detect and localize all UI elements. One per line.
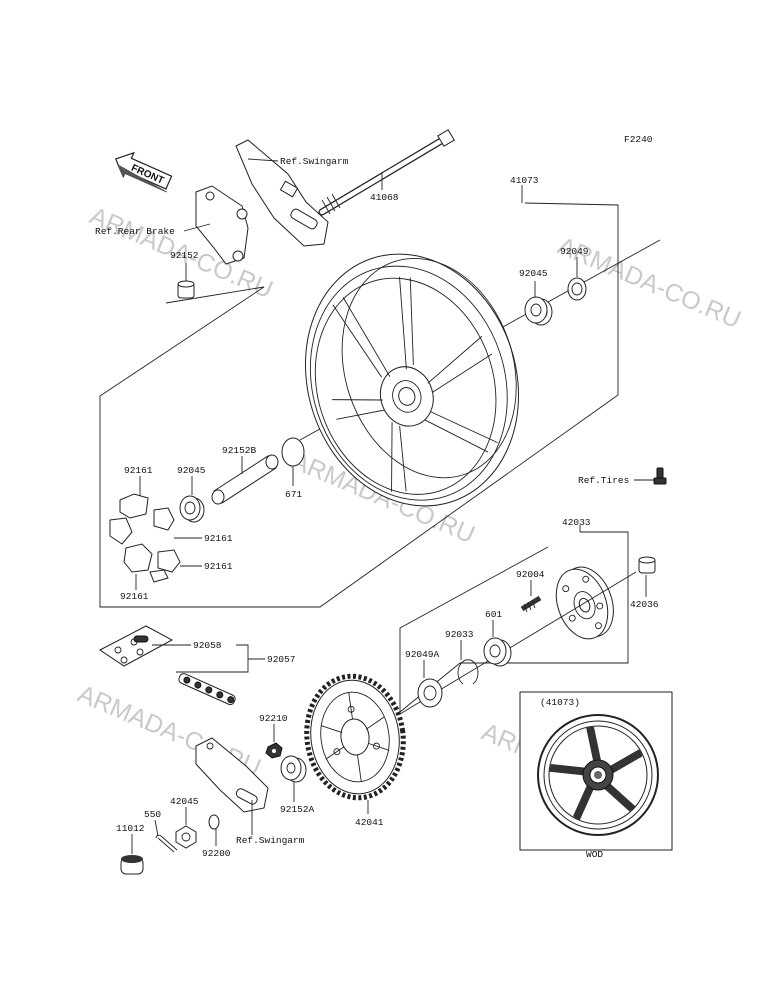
bearing-92045-right [524,296,553,326]
label-42036: 42036 [630,599,659,610]
cotter-pin-550 [155,834,178,853]
label-671: 671 [285,489,302,500]
label-92200: 92200 [202,848,231,859]
collar-92152-top [177,280,195,299]
assembly-frame [99,202,619,608]
damper-rubbers [109,493,181,583]
rear-axle [318,129,455,216]
label-601: 601 [485,609,502,620]
label-92004: 92004 [516,569,545,580]
label-41068: 41068 [370,192,399,203]
ref-rear-brake: Ref.Rear Brake [95,226,175,237]
label-92057: 92057 [267,654,296,665]
circlip-92033 [457,659,479,685]
ref-swingarm-bottom: Ref.Swingarm [236,835,305,846]
bearing-92045-left [179,495,205,523]
label-92045-left: 92045 [177,465,206,476]
front-arrow-icon: FRONT [114,151,173,193]
label-92210: 92210 [259,713,288,724]
stud-92004 [520,595,542,613]
label-42041: 42041 [355,817,384,828]
ref-tires: Ref.Tires [578,475,629,486]
cap-11012 [120,855,144,875]
label-92049a: 92049A [405,649,440,660]
label-92161-bottom: 92161 [120,591,149,602]
bearing-601 [483,637,512,667]
washer-92200 [208,814,220,830]
label-92161-mid1: 92161 [204,533,233,544]
wheel-color-inset: (41073) WOD [519,691,673,860]
label-92161-mid2: 92161 [204,561,233,572]
label-41073: 41073 [510,175,539,186]
nut-92210 [265,742,283,759]
tire-valve [653,467,667,485]
label-92152b: 92152B [222,445,257,456]
label-92049: 92049 [560,246,589,257]
collar-42036 [638,556,656,574]
ref-swingarm-top: Ref.Swingarm [280,156,349,167]
hub-assembly-frame [399,531,629,713]
oil-seal-92049 [567,277,587,301]
o-ring-671 [281,437,305,467]
figure-code: F2240 [624,134,653,145]
chain-adjuster-top [235,139,329,247]
caliper-bracket [195,185,249,265]
label-92161-top: 92161 [124,465,153,476]
label-11012: 11012 [116,823,145,834]
axle-nut-42045 [175,825,197,849]
drive-chain [99,625,236,706]
inset-ref: (41073) [540,697,580,708]
collar-92152b [211,454,279,505]
label-92033: 92033 [445,629,474,640]
label-92152-top: 92152 [170,250,199,261]
inset-code: WOD [586,849,603,860]
rear-wheel-rim [304,253,520,507]
label-42045: 42045 [170,796,199,807]
label-550: 550 [144,809,161,820]
label-42033: 42033 [562,517,591,528]
label-92152a: 92152A [280,804,315,815]
label-92058: 92058 [193,640,222,651]
label-92045-right: 92045 [519,268,548,279]
oil-seal-92049a [417,678,443,708]
rear-sprocket-42041 [304,673,406,801]
collar-92152a [280,755,307,783]
